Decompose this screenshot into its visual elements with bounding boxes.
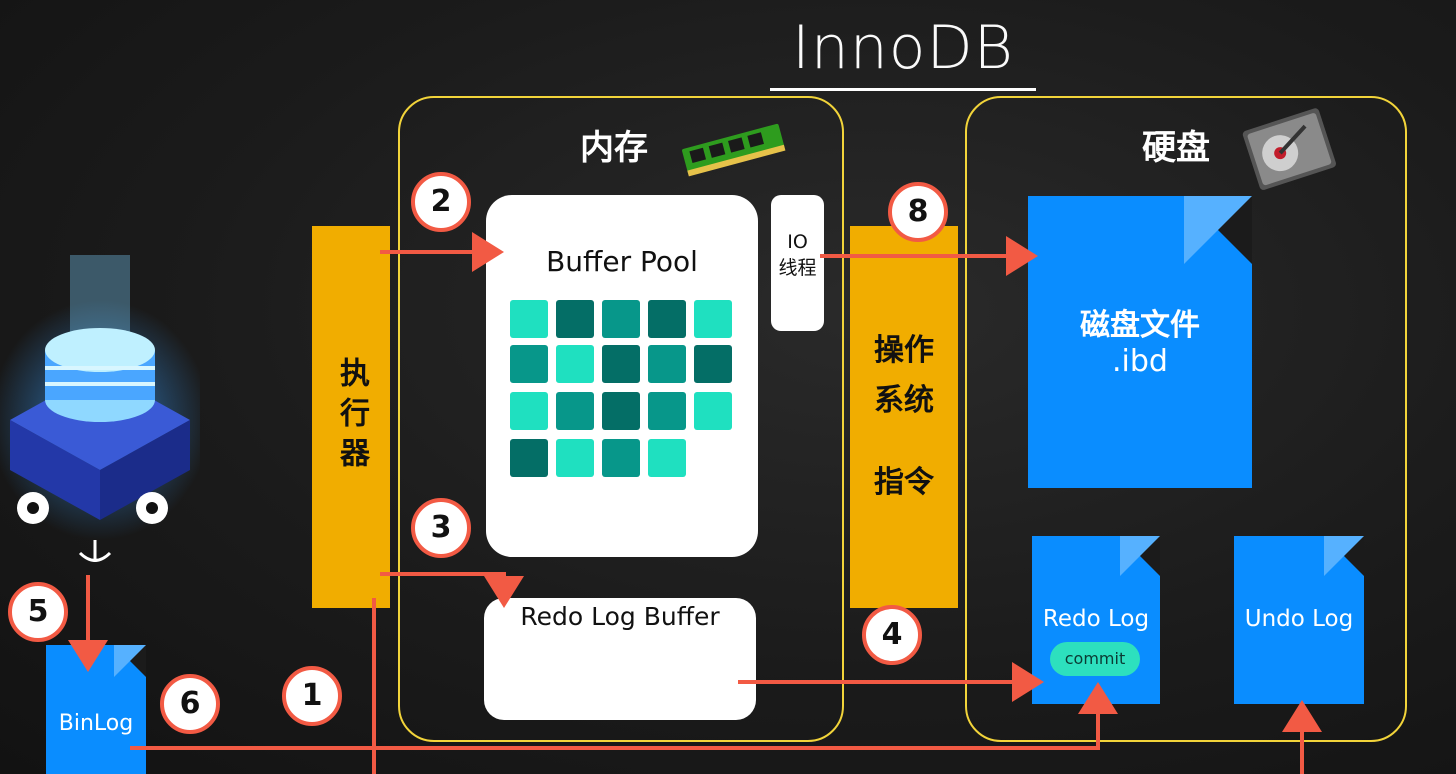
executor-bar: 执行器 bbox=[312, 226, 390, 608]
step-2-marker: 2 bbox=[411, 172, 471, 232]
page-cell bbox=[648, 439, 686, 477]
page-cell bbox=[510, 300, 548, 338]
page-cell bbox=[602, 345, 640, 383]
disk-panel bbox=[965, 96, 1407, 742]
page-cell bbox=[556, 439, 594, 477]
page-cell bbox=[694, 300, 732, 338]
page-cell bbox=[602, 392, 640, 430]
os-line2: 系统 bbox=[874, 383, 934, 418]
commit-badge: commit bbox=[1050, 642, 1140, 676]
binlog-file: BinLog bbox=[46, 645, 146, 774]
io-thread-line1: IO bbox=[787, 231, 808, 253]
page-cell bbox=[510, 345, 548, 383]
page-cell bbox=[556, 345, 594, 383]
os-line3: 指令 bbox=[874, 465, 934, 500]
undo-log-file: Undo Log bbox=[1234, 536, 1364, 704]
step-5-marker: 5 bbox=[8, 582, 68, 642]
page-cell bbox=[556, 300, 594, 338]
redo-log-label: Redo Log bbox=[1042, 606, 1150, 632]
page-cell bbox=[648, 392, 686, 430]
step-6-marker: 6 bbox=[160, 674, 220, 734]
buffer-pool-label: Buffer Pool bbox=[546, 245, 698, 278]
executor-label: 执行器 bbox=[334, 357, 369, 477]
disk-file-line1: 磁盘文件 bbox=[1080, 308, 1200, 343]
redo-log-buffer-label: Redo Log Buffer bbox=[520, 602, 720, 631]
arrow-step3 bbox=[380, 572, 524, 608]
arrow-step6 bbox=[130, 682, 1118, 750]
step-8-marker: 8 bbox=[888, 182, 948, 242]
ram-stick-icon bbox=[682, 123, 786, 177]
page-cell bbox=[648, 300, 686, 338]
memory-panel bbox=[398, 96, 844, 742]
step-4-marker: 4 bbox=[862, 605, 922, 665]
io-thread: IO 线程 bbox=[771, 195, 824, 331]
page-cell bbox=[694, 392, 732, 430]
page-cell bbox=[510, 392, 548, 430]
disk-file-ibd: 磁盘文件 .ibd bbox=[1028, 196, 1252, 488]
binlog-label: BinLog bbox=[58, 711, 134, 736]
page-cell bbox=[694, 345, 732, 383]
os-line1: 操作 bbox=[874, 333, 934, 368]
os-instruction-bar: 操作 系统 指令 bbox=[850, 226, 958, 608]
page-cell bbox=[602, 439, 640, 477]
hard-disk-icon bbox=[1242, 108, 1336, 190]
page-cell bbox=[648, 345, 686, 383]
page-cell bbox=[556, 392, 594, 430]
buffer-pool: Buffer Pool bbox=[486, 195, 758, 557]
page-cell bbox=[602, 300, 640, 338]
database-server-icon bbox=[0, 255, 200, 562]
page-title: InnoDB bbox=[770, 8, 1036, 91]
redo-log-buffer: Redo Log Buffer bbox=[484, 598, 756, 720]
memory-panel-title: 内存 bbox=[580, 128, 648, 168]
redo-log-file: Redo Log commit bbox=[1032, 536, 1160, 704]
step-1-marker: 1 bbox=[282, 666, 342, 726]
step-3-marker: 3 bbox=[411, 498, 471, 558]
page-cell bbox=[510, 439, 548, 477]
undo-log-label: Undo Log bbox=[1244, 606, 1354, 632]
io-thread-line2: 线程 bbox=[778, 257, 817, 279]
disk-panel-title: 硬盘 bbox=[1142, 128, 1210, 168]
disk-file-line2: .ibd bbox=[1112, 344, 1168, 379]
